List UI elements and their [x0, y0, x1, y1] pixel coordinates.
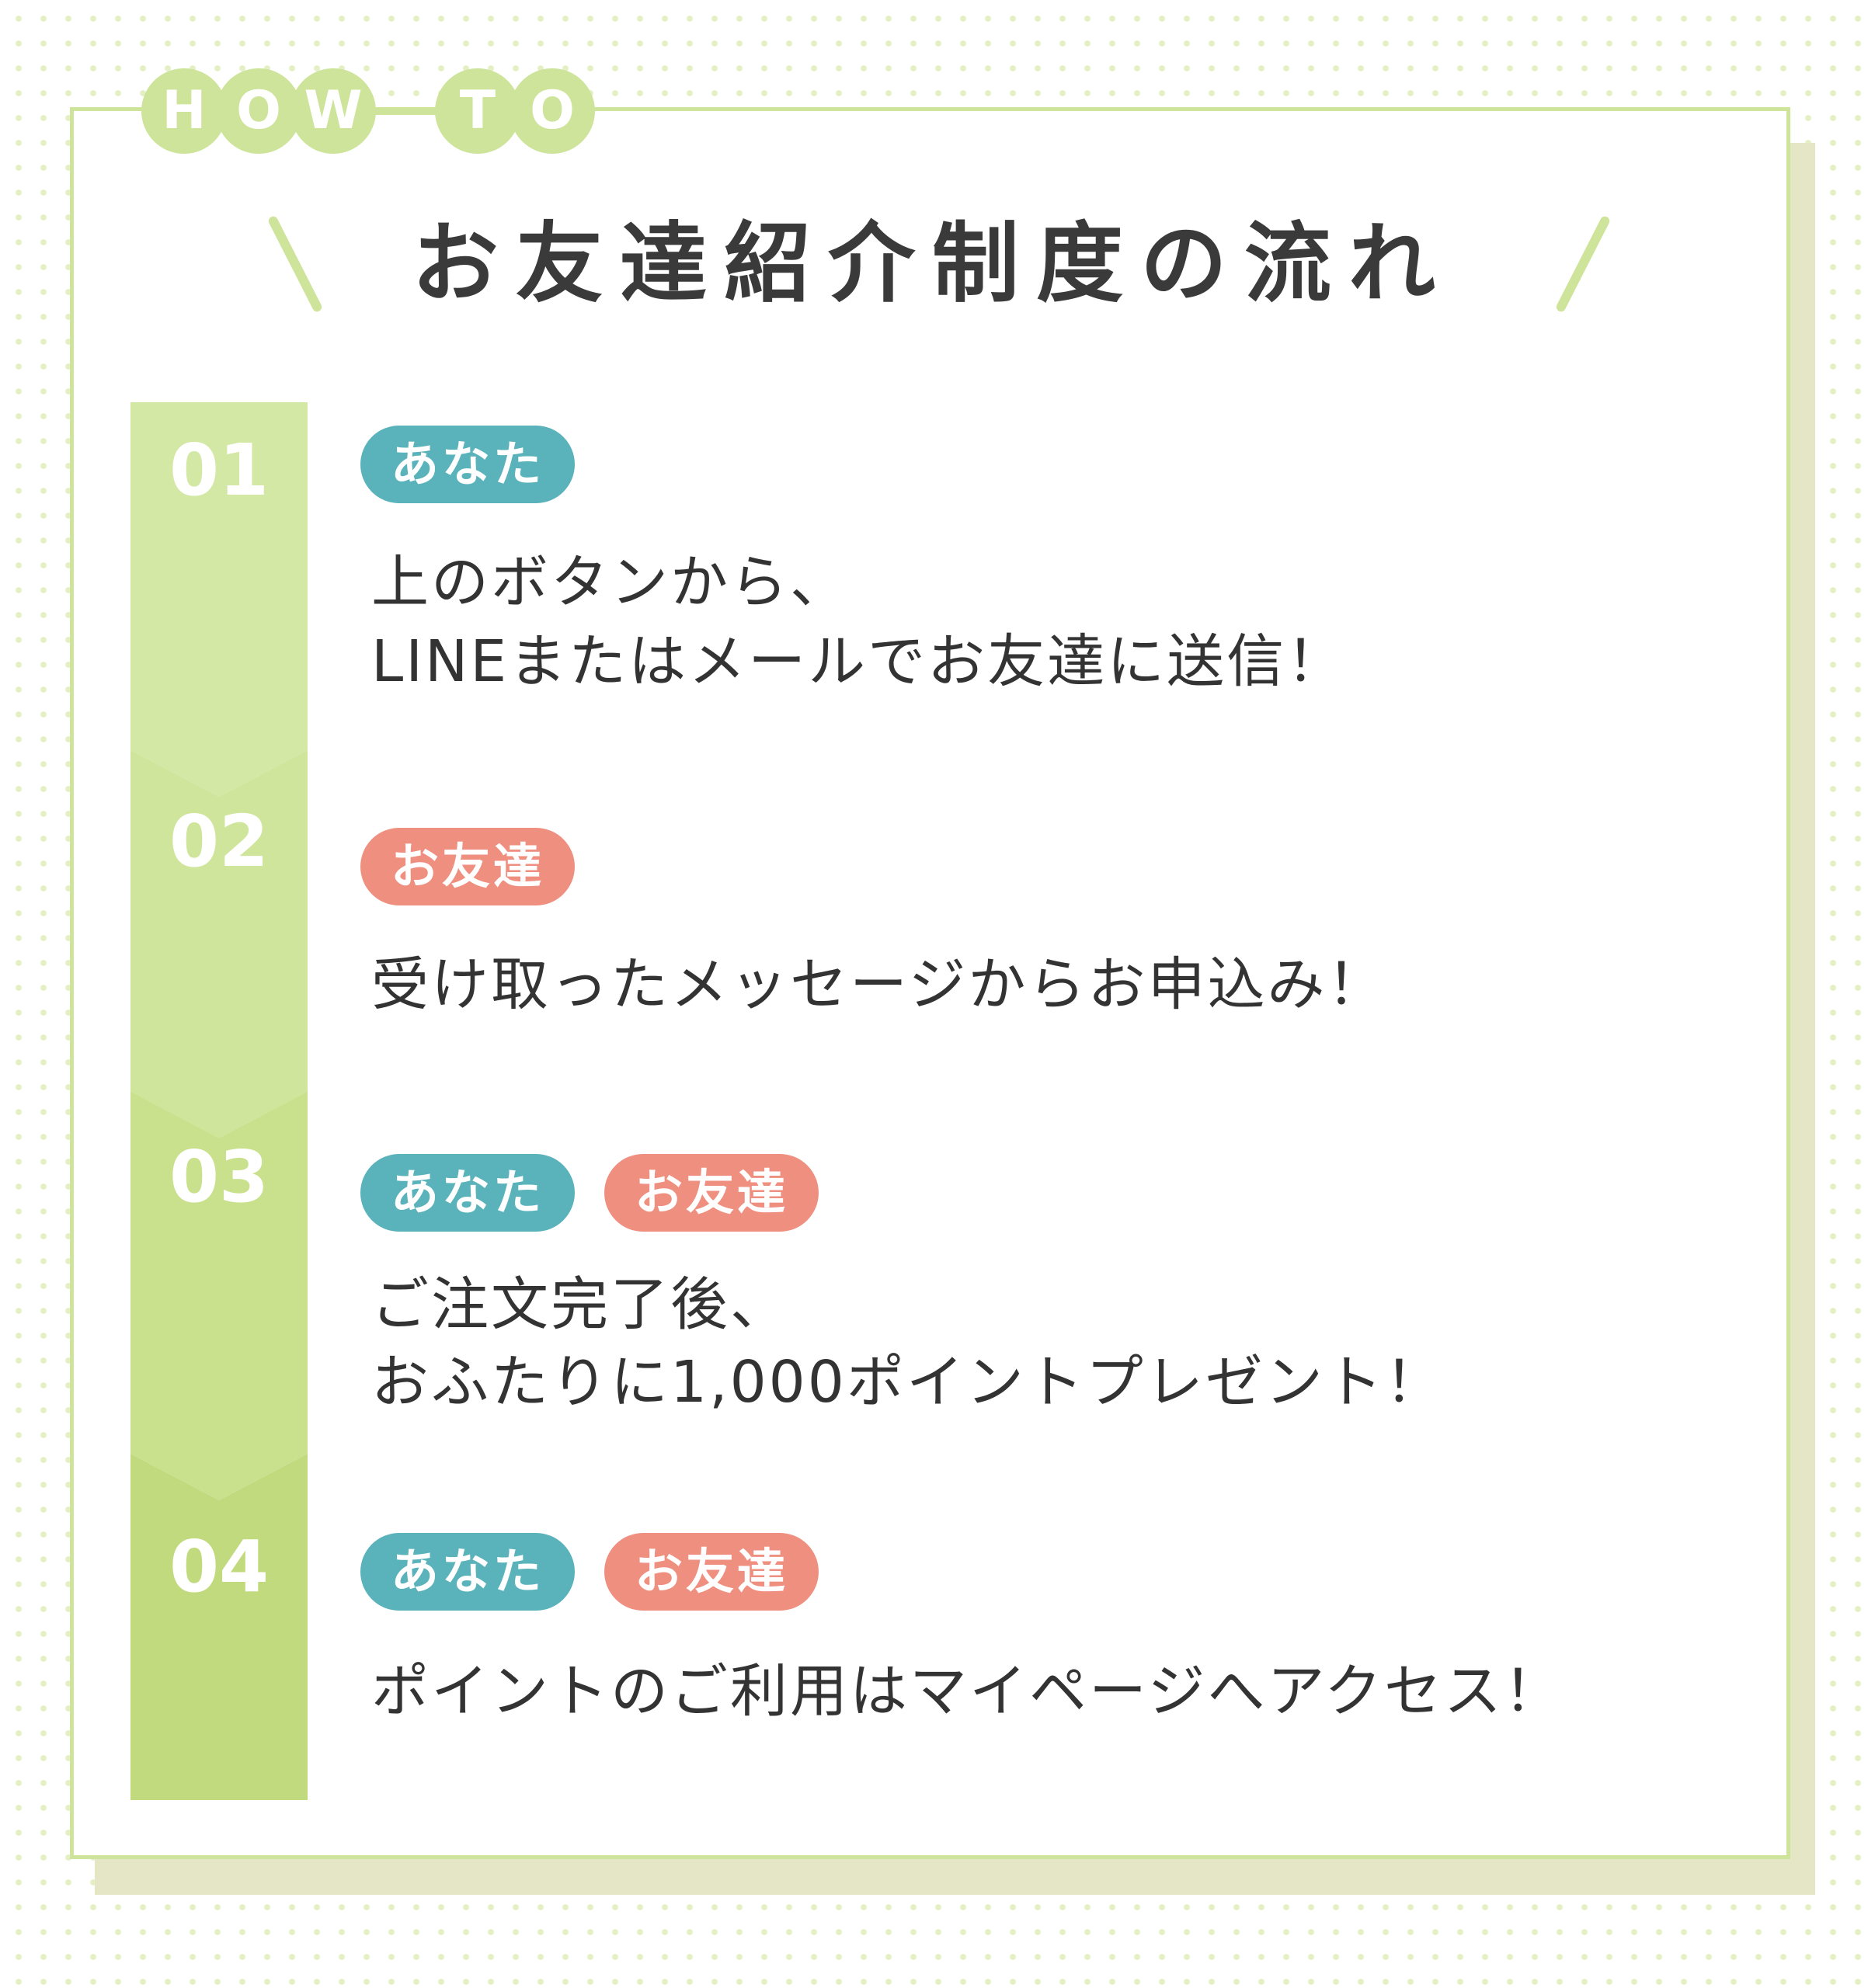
step-row-03: あなたお友達 ご注文完了後、 おふたりに1,000ポイントプレゼント！	[360, 1154, 1758, 1434]
step-segment-shape	[130, 1092, 308, 1500]
page-title: お友達紹介制度の流れ	[412, 214, 1452, 315]
howto-letter: T	[435, 68, 520, 154]
step-row-04: あなたお友達 ポイントのご利用はマイページへアクセス！	[360, 1533, 1758, 1735]
step-number: 01	[169, 429, 270, 512]
step-segment-01: 01	[130, 402, 308, 797]
step-tags: あなた	[360, 426, 604, 503]
tag-you: あなた	[360, 426, 575, 503]
howto-letter: O	[216, 68, 301, 154]
title-slash-left	[266, 214, 324, 314]
step-row-01: あなた 上のボタンから、 LINEまたはメールでお友達に送信！	[360, 426, 1758, 721]
step-tags: あなたお友達	[360, 1154, 848, 1232]
howto-badge: H O W T O	[141, 68, 595, 154]
step-row-02: お友達 受け取ったメッセージからお申込み！	[360, 828, 1758, 1030]
tag-friend: お友達	[604, 1154, 819, 1232]
step-text-line: 受け取ったメッセージからお申込み！	[371, 951, 1387, 1018]
howto-letter: O	[510, 68, 595, 154]
howto-letter: W	[290, 68, 376, 154]
tag-you: あなた	[360, 1533, 575, 1611]
step-segment-02: 02	[130, 750, 308, 1145]
step-segment-03: 03	[130, 1092, 308, 1500]
step-segment-shape	[130, 402, 308, 797]
tag-friend: お友達	[604, 1533, 819, 1611]
step-segment-shape	[130, 750, 308, 1145]
step-text-line: ご注文完了後、	[371, 1271, 790, 1338]
step-segment-shape	[130, 1454, 308, 1800]
step-number: 02	[169, 800, 270, 883]
title-slash-right	[1554, 214, 1612, 314]
title-area: お友達紹介制度の流れ	[233, 202, 1631, 326]
step-tags: お友達	[360, 828, 604, 905]
step-segment-04: 04	[130, 1454, 308, 1800]
tag-friend: お友達	[360, 828, 575, 905]
step-timeline: 01 02 03 04	[130, 402, 308, 1800]
flow-card	[70, 107, 1790, 1859]
step-text-line: ポイントのご利用はマイページへアクセス！	[371, 1658, 1564, 1725]
howto-letter: H	[141, 68, 227, 154]
step-text-line: 上のボタンから、	[371, 549, 850, 616]
step-tags: あなたお友達	[360, 1533, 848, 1611]
step-text-line: LINEまたはメールでお友達に送信！	[371, 628, 1347, 695]
tag-you: あなた	[360, 1154, 575, 1232]
step-text-line: おふたりに1,000ポイントプレゼント！	[371, 1349, 1445, 1416]
step-number: 03	[169, 1135, 270, 1218]
step-number: 04	[169, 1525, 270, 1608]
